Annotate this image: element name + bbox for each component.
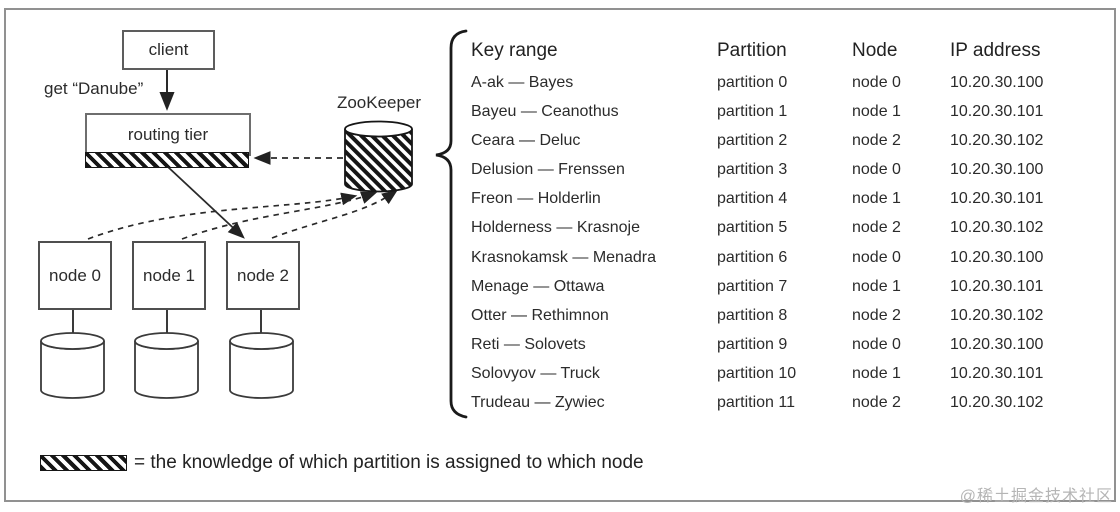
cell-key_range: Freon — Holderlin (471, 190, 601, 208)
zookeeper-label: ZooKeeper (336, 93, 422, 112)
cell-ip: 10.20.30.100 (950, 74, 1044, 91)
cell-node: node 1 (852, 103, 901, 121)
table-row: Otter — Rethimnon partition 8 node 2 10.20.… (471, 301, 1071, 330)
node1-label: node 1 (143, 265, 195, 285)
cell-partition: partition 8 (717, 306, 788, 324)
cell-key_range: Delusion — Frenssen (471, 161, 625, 179)
column-header: Node (852, 40, 898, 61)
cell-partition: partition 5 (717, 219, 788, 237)
cell-partition: partition 1 (717, 103, 788, 121)
cell-partition: partition 4 (717, 190, 788, 208)
cell-key_range: Ceara — Deluc (471, 132, 581, 150)
node2-box: node 2 (226, 241, 300, 310)
node0-label: node 0 (49, 265, 101, 285)
node2-label: node 2 (237, 265, 289, 285)
table-row: Bayeu — Ceanothus partition 1 node 1 10.20.… (471, 97, 1071, 126)
cell-partition: partition 2 (717, 132, 788, 150)
table-row: Freon — Holderlin partition 4 node 1 10.20.… (471, 184, 1071, 213)
table-body: A-ak — Bayes partition 0 node 0 10.20.30.10… (471, 68, 1071, 417)
node1-box: node 1 (132, 241, 206, 310)
cell-ip: 10.20.30.101 (950, 103, 1044, 121)
table-row: Holderness — Krasnoje partition 5 node 2 10… (471, 213, 1071, 242)
routing-tier-box: routing tier (85, 113, 251, 156)
table-row: Trudeau — Zywiec partition 11 node 2 10.20.… (471, 388, 1071, 417)
cell-partition: partition 3 (717, 161, 788, 179)
cell-key_range: Menage — Ottawa (471, 277, 605, 295)
cell-key_range: A-ak — Bayes (471, 74, 574, 91)
cell-ip: 10.20.30.100 (950, 335, 1044, 353)
node0-disk-cylinder (40, 332, 105, 399)
cell-ip: 10.20.30.101 (950, 277, 1044, 295)
table-brace (435, 29, 468, 419)
cell-partition: partition 7 (717, 277, 788, 295)
table-row: Reti — Solovets partition 9 node 0 10.20.30… (471, 330, 1071, 359)
cell-key_range: Solovyov — Truck (471, 364, 600, 382)
cell-node: node 2 (852, 132, 901, 150)
column-header: IP address (950, 40, 1041, 61)
client-label: client (148, 40, 189, 59)
table-row: Ceara — Deluc partition 2 node 2 10.20.30.1… (471, 126, 1071, 155)
cell-partition: partition 0 (717, 74, 788, 91)
cell-ip: 10.20.30.101 (950, 190, 1044, 208)
table-row: Krasnokamsk — Menadra partition 6 node 0 10… (471, 243, 1071, 272)
cell-partition: partition 10 (717, 364, 797, 382)
cell-node: node 1 (852, 190, 901, 208)
watermark: @稀土掘金技术社区 (959, 488, 1113, 505)
node2-to-zookeeper-curve (271, 189, 398, 239)
cell-ip: 10.20.30.101 (950, 364, 1044, 382)
cell-node: node 0 (852, 248, 901, 266)
node-disk-connectors (72, 306, 262, 334)
node1-to-zookeeper-curve (181, 191, 378, 240)
node0-to-zookeeper-curve (87, 192, 358, 240)
column-header: Partition (717, 40, 787, 61)
table-row: Delusion — Frenssen partition 3 node 0 10.2… (471, 155, 1071, 184)
cell-key_range: Reti — Solovets (471, 335, 586, 353)
routing-tier-label: routing tier (127, 124, 209, 144)
cell-key_range: Bayeu — Ceanothus (471, 103, 619, 121)
client-box: client (122, 30, 215, 70)
cell-ip: 10.20.30.100 (950, 161, 1044, 179)
table-row: Menage — Ottawa partition 7 node 1 10.20.30… (471, 272, 1071, 301)
cell-ip: 10.20.30.100 (950, 248, 1044, 266)
cell-key_range: Trudeau — Zywiec (471, 394, 605, 412)
cell-partition: partition 11 (717, 394, 795, 412)
cell-node: node 0 (852, 161, 901, 179)
cell-ip: 10.20.30.102 (950, 306, 1044, 324)
cell-node: node 0 (852, 335, 901, 353)
legend-hatch-swatch (40, 455, 127, 471)
cell-ip: 10.20.30.102 (950, 132, 1044, 150)
cell-key_range: Otter — Rethimnon (471, 306, 609, 324)
cell-node: node 1 (852, 277, 901, 295)
zookeeper-cylinder (344, 120, 413, 193)
cell-partition: partition 9 (717, 335, 788, 353)
legend: = the knowledge of which partition is as… (40, 452, 644, 474)
cell-node: node 2 (852, 219, 901, 237)
table-row: A-ak — Bayes partition 0 node 0 10.20.30.10… (471, 68, 1071, 97)
table-row: Solovyov — Truck partition 10 node 1 10.20.… (471, 359, 1071, 388)
cell-node: node 2 (852, 394, 901, 412)
cell-node: node 0 (852, 74, 901, 91)
legend-text: = the knowledge of which partition is as… (134, 452, 644, 473)
get-request-label: get “Danube” (44, 79, 144, 98)
cell-key_range: Holderness — Krasnoje (471, 219, 640, 237)
routing-knowledge-hatch-bar (85, 152, 249, 168)
cell-ip: 10.20.30.102 (950, 394, 1044, 412)
cell-ip: 10.20.30.102 (950, 219, 1044, 237)
partition-assignment-table: Key range Partition Node IP address A-ak — … (471, 36, 1071, 417)
cell-node: node 2 (852, 306, 901, 324)
node2-disk-cylinder (229, 332, 294, 399)
node0-box: node 0 (38, 241, 112, 310)
column-header: Key range (471, 40, 558, 61)
table-header-row: Key range Partition Node IP address (471, 36, 1071, 66)
cell-partition: partition 6 (717, 248, 788, 266)
cell-node: node 1 (852, 364, 901, 382)
cell-key_range: Krasnokamsk — Menadra (471, 248, 656, 266)
routing-to-node2-arrow (167, 166, 245, 239)
node1-disk-cylinder (134, 332, 199, 399)
